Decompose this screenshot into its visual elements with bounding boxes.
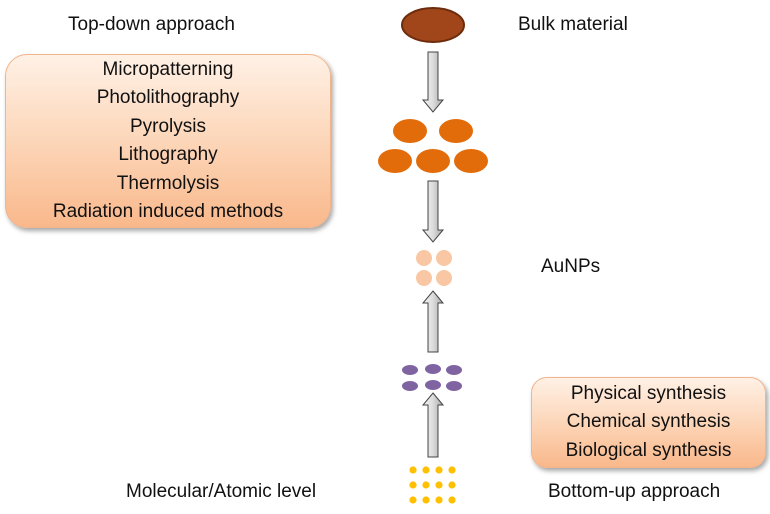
method-photolithography: Photolithography (96, 87, 240, 108)
atom (448, 466, 456, 474)
atom (422, 481, 430, 489)
fragment-particle (378, 149, 412, 173)
fragment-particle (439, 119, 473, 143)
fragment-particle (454, 149, 488, 173)
fragment-particles (378, 119, 488, 173)
aunp-particle (436, 250, 452, 266)
atom (422, 496, 430, 504)
aunp-particle (416, 270, 432, 286)
atom (409, 466, 417, 474)
bulk-material-label: Bulk material (518, 14, 628, 35)
atom (409, 481, 417, 489)
method-biological-synthesis: Biological synthesis (565, 439, 732, 461)
atom (422, 466, 430, 474)
atom (435, 466, 443, 474)
method-physical-synthesis: Physical synthesis (570, 382, 727, 404)
fragment-particle (393, 119, 427, 143)
method-pyrolysis: Pyrolysis (129, 115, 206, 137)
method-radiation-induced: Radiation induced methods (52, 201, 284, 222)
cluster-particle (425, 380, 441, 390)
aunp-particle (436, 270, 452, 286)
method-thermolysis: Thermolysis (116, 172, 220, 194)
aunp-particle (416, 250, 432, 266)
atom (435, 481, 443, 489)
up-arrow-1-icon (421, 290, 445, 353)
cluster-particle (425, 364, 441, 374)
aunp-particles (416, 250, 452, 286)
atom (448, 496, 456, 504)
method-lithography: Lithography (118, 144, 218, 165)
top-down-methods-box: Micropatterning Photolithography Pyrolys… (5, 54, 331, 228)
fragment-particle (416, 149, 450, 173)
cluster-particle (446, 381, 462, 391)
atom (448, 481, 456, 489)
top-down-approach-label: Top-down approach (68, 14, 235, 35)
cluster-particle (402, 381, 418, 391)
up-arrow-2-icon (421, 392, 445, 458)
atom (435, 496, 443, 504)
cluster-particles (402, 364, 462, 391)
aunps-label: AuNPs (541, 256, 601, 277)
bulk-material-disc (401, 7, 465, 43)
bottom-up-methods-box: Physical synthesis Chemical synthesis Bi… (531, 377, 766, 468)
down-arrow-2-icon (421, 180, 445, 243)
method-chemical-synthesis: Chemical synthesis (566, 411, 731, 433)
method-micropatterning: Micropatterning (102, 58, 234, 80)
atom (409, 496, 417, 504)
cluster-particle (402, 365, 418, 375)
molecular-atomic-level-label: Molecular/Atomic level (126, 481, 317, 502)
bottom-up-approach-label: Bottom-up approach (548, 481, 721, 502)
down-arrow-1-icon (421, 51, 445, 113)
cluster-particle (446, 365, 462, 375)
atom-particles (409, 466, 456, 504)
